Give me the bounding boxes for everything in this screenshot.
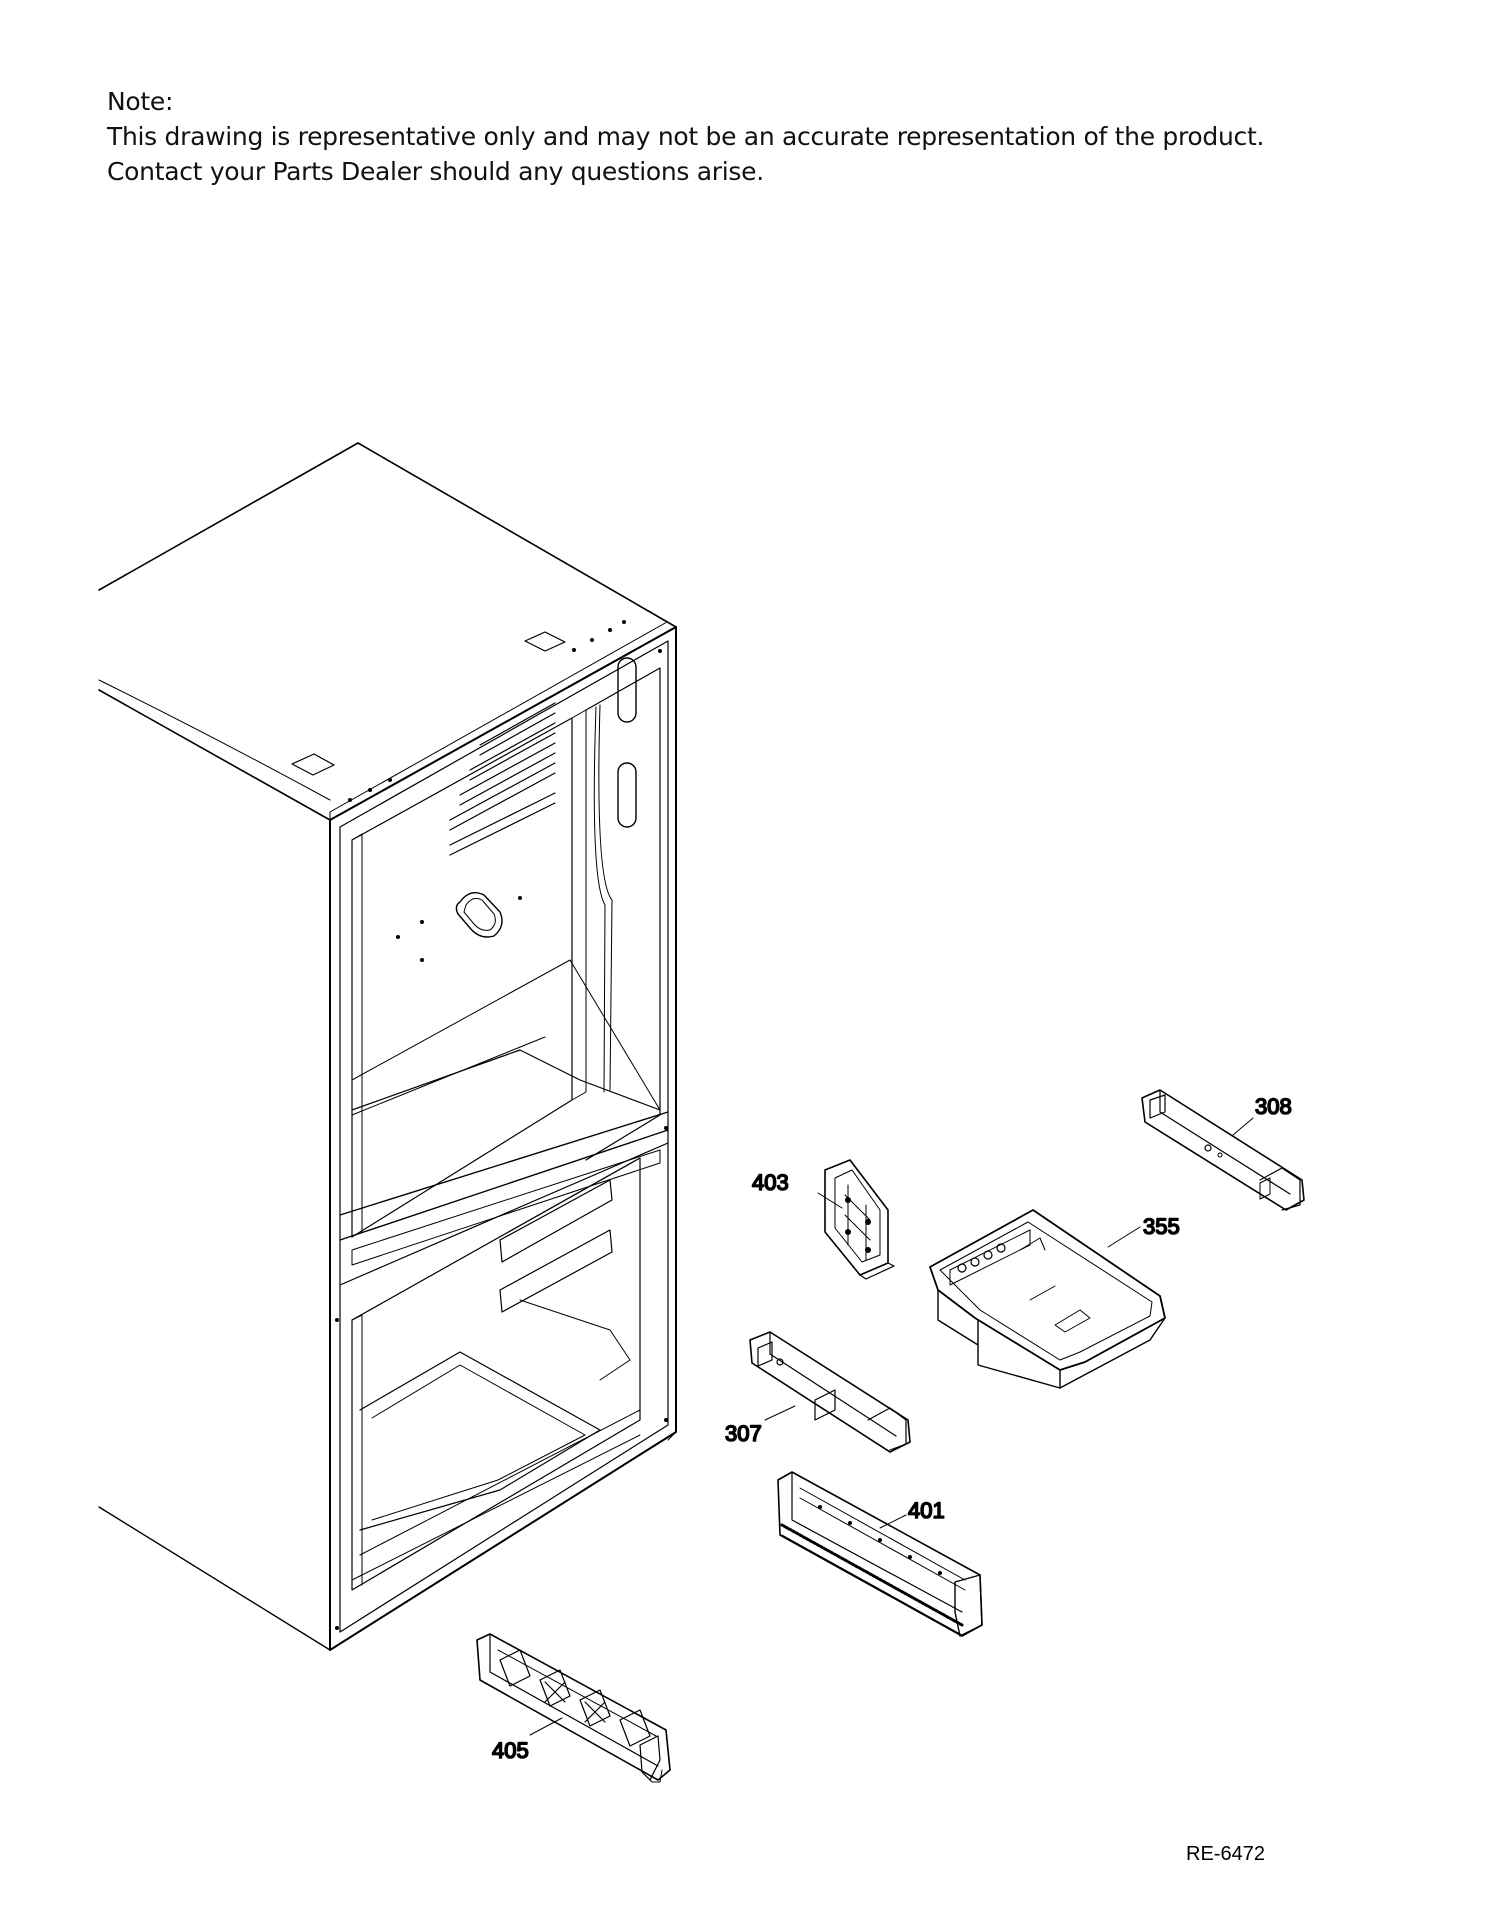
callout-355: 355 [1143, 1214, 1180, 1239]
disclaimer-note: Note: This drawing is representative onl… [107, 84, 1407, 189]
callout-403: 403 [752, 1170, 789, 1195]
callout-405: 405 [492, 1738, 529, 1763]
cabinet-mullion [339, 1111, 669, 1216]
callout-308: 308 [1255, 1094, 1292, 1119]
note-heading: Note: [107, 87, 174, 116]
callout-307: 307 [725, 1421, 762, 1446]
part-405-lower-cover [476, 1633, 671, 1783]
drawing-code: RE-6472 [1186, 1843, 1265, 1865]
cabinet-top [98, 442, 677, 821]
callout-401: 401 [908, 1498, 945, 1523]
note-line-2: Contact your Parts Dealer should any que… [107, 157, 764, 186]
cabinet-front-frame [329, 626, 677, 1651]
refrigerator-cabinet [98, 442, 677, 1651]
callout-leaders [529, 1117, 1254, 1736]
part-308-slide-rail [1141, 1089, 1305, 1211]
part-307-slide-rail [749, 1331, 911, 1453]
cabinet-air-vent [455, 892, 503, 938]
part-403-bracket [824, 1159, 895, 1280]
part-401-grille-cover [777, 1471, 983, 1637]
note-line-1: This drawing is representative only and … [107, 122, 1265, 151]
part-355-drawer-bin [929, 1209, 1166, 1389]
